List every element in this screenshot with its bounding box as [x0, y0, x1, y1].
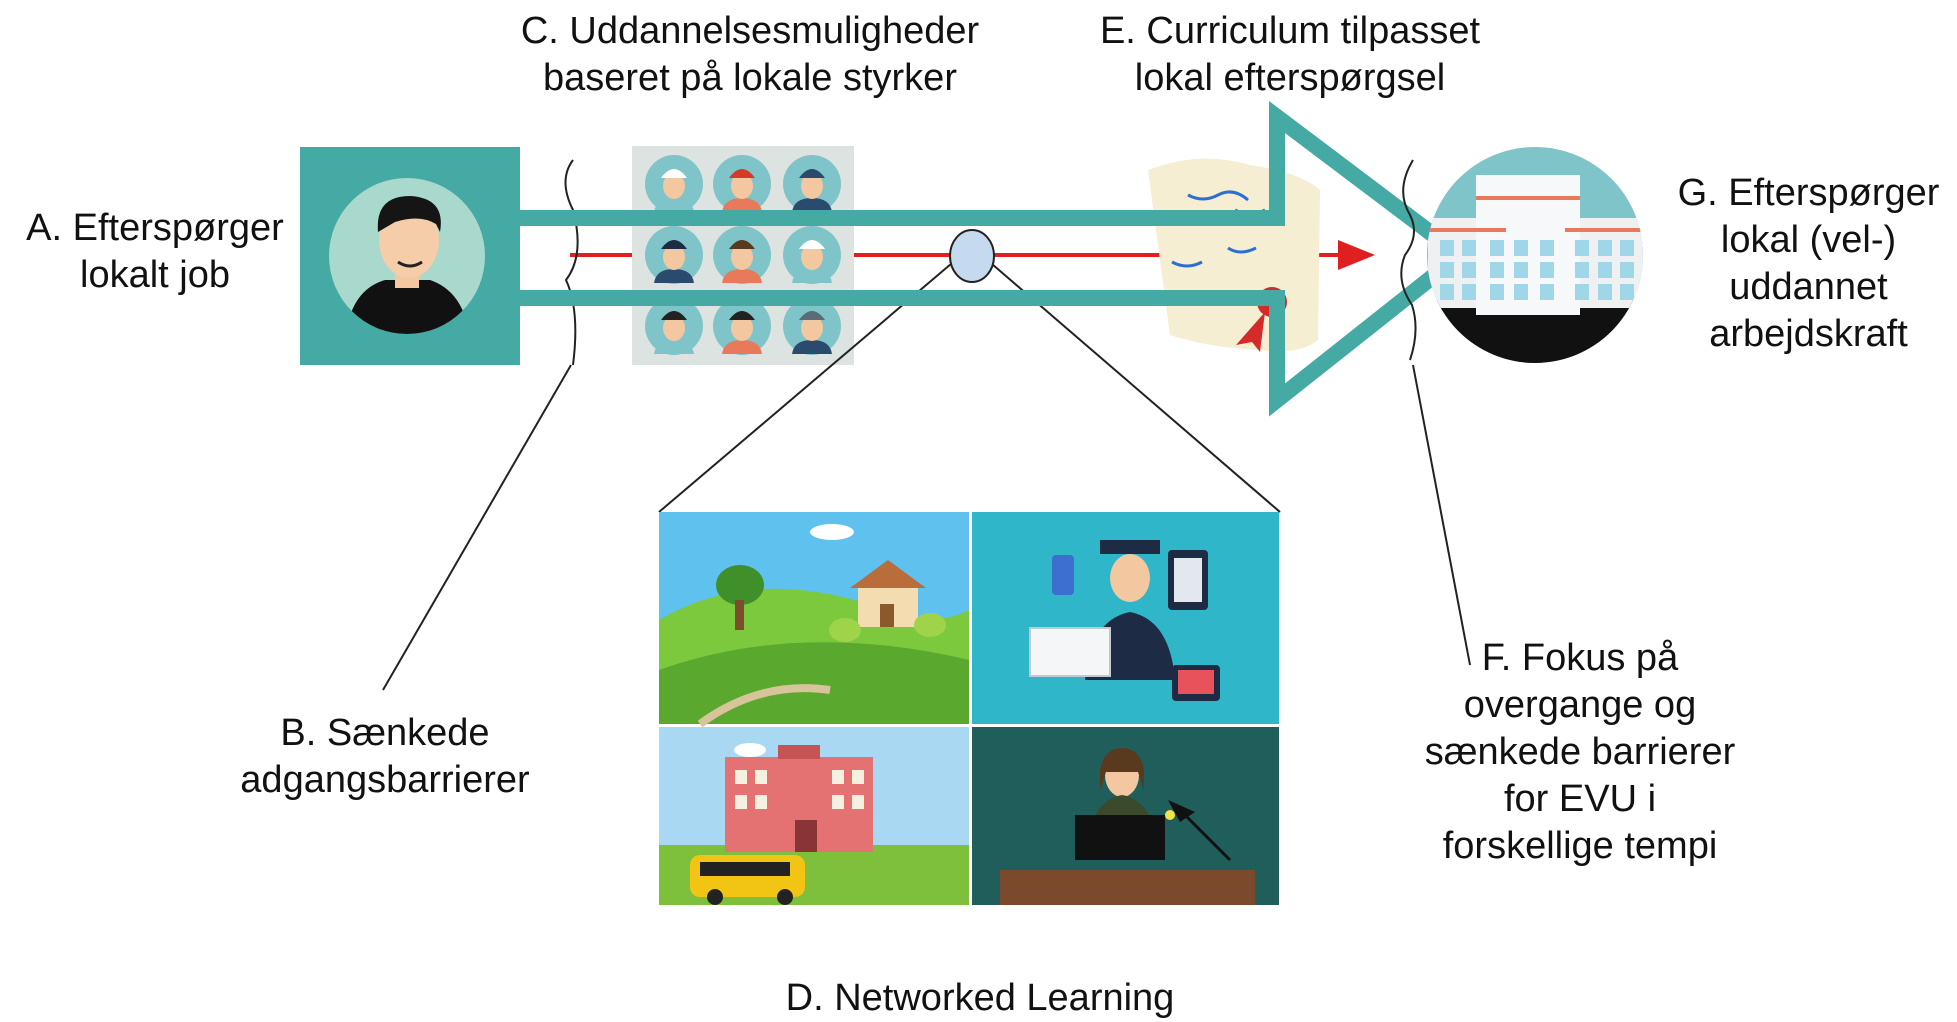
label-e-line-1: E. Curriculum tilpasset — [1099, 10, 1481, 52]
label-c-line-2: baseret på lokale styrker — [543, 57, 957, 99]
label-e-line-2: lokal efterspørgsel — [1134, 57, 1446, 99]
networked-learning-node — [949, 229, 995, 283]
graduate-technology-scene — [972, 512, 1279, 724]
profession-avatar-icon — [713, 155, 771, 213]
label-a-line-1: A. Efterspørger — [26, 207, 284, 249]
label-f-line-2: overgange og — [1463, 684, 1697, 726]
label-g-line-1: G. Efterspørger — [1677, 172, 1940, 214]
barrier-bracket-f — [1400, 159, 1417, 361]
building-window — [1620, 284, 1634, 300]
building-window — [1598, 240, 1612, 256]
building-window — [1575, 240, 1589, 256]
profession-avatar-icon — [783, 297, 841, 355]
building-window — [1440, 262, 1454, 278]
label-f-line-5: forskellige tempi — [1442, 825, 1718, 867]
barrier-bracket-b — [564, 159, 579, 366]
label-b-line-1: B. Sænkede — [280, 712, 490, 754]
label-f-line-4: for EVU i — [1503, 778, 1657, 820]
profession-avatar-icon — [645, 297, 703, 355]
building-window — [1462, 240, 1476, 256]
label-f-line-1: F. Fokus på — [1481, 637, 1679, 679]
building-window — [1490, 284, 1504, 300]
building-window — [1620, 240, 1634, 256]
profession-avatar-icon — [783, 226, 841, 284]
label-c-education-opportunities: C. Uddannelsesmuligheder baseret på loka… — [480, 8, 1020, 102]
building-window — [1575, 262, 1589, 278]
label-g-line-3: uddannet — [1729, 266, 1888, 308]
label-g-line-2: lokal (vel-) — [1720, 219, 1897, 261]
building-window — [1462, 284, 1476, 300]
label-c-line-1: C. Uddannelsesmuligheder — [520, 10, 980, 52]
diploma-scroll-icon — [1148, 158, 1320, 352]
label-a-line-2: lokalt job — [80, 254, 230, 296]
label-a-job-seeker: A. Efterspørger lokalt job — [0, 205, 310, 299]
building-window — [1440, 284, 1454, 300]
label-d-line-1: D. Networked Learning — [785, 977, 1175, 1019]
profession-avatar-icon — [645, 226, 703, 284]
office-building-icon — [1427, 147, 1643, 363]
building-window — [1462, 262, 1476, 278]
leader-line-b — [382, 364, 572, 691]
building-window — [1540, 284, 1554, 300]
building-window — [1620, 262, 1634, 278]
profession-avatar-icon — [713, 226, 771, 284]
profession-avatar-icon — [645, 155, 703, 213]
person-portrait-icon — [300, 147, 520, 365]
label-g-employer: G. Efterspørger lokal (vel-) uddannet ar… — [1660, 170, 1957, 358]
building-window — [1540, 262, 1554, 278]
building-window — [1440, 240, 1454, 256]
profession-avatar-icon — [713, 297, 771, 355]
online-teacher-scene — [972, 727, 1279, 905]
building-window — [1514, 262, 1528, 278]
building-window — [1514, 284, 1528, 300]
building-window — [1540, 240, 1554, 256]
label-g-line-4: arbejdskraft — [1709, 313, 1908, 355]
professions-grid-icon — [632, 146, 854, 365]
profession-avatar-icon — [783, 155, 841, 213]
label-d-networked-learning: D. Networked Learning — [660, 975, 1300, 1022]
label-e-curriculum: E. Curriculum tilpasset lokal efterspørg… — [1040, 8, 1540, 102]
building-window — [1598, 262, 1612, 278]
countryside-school-scene — [659, 512, 969, 728]
label-f-transitions: F. Fokus på overgange og sænkede barrier… — [1380, 635, 1780, 870]
school-bus-scene — [659, 727, 969, 905]
building-window — [1514, 240, 1528, 256]
building-window — [1575, 284, 1589, 300]
label-b-line-2: adgangsbarrierer — [240, 759, 530, 801]
building-window — [1490, 262, 1504, 278]
building-window — [1598, 284, 1612, 300]
label-f-line-3: sænkede barrierer — [1424, 731, 1736, 773]
leader-line-f — [1412, 364, 1471, 666]
label-b-lowered-barriers: B. Sænkede adgangsbarrierer — [200, 710, 570, 804]
building-window — [1490, 240, 1504, 256]
